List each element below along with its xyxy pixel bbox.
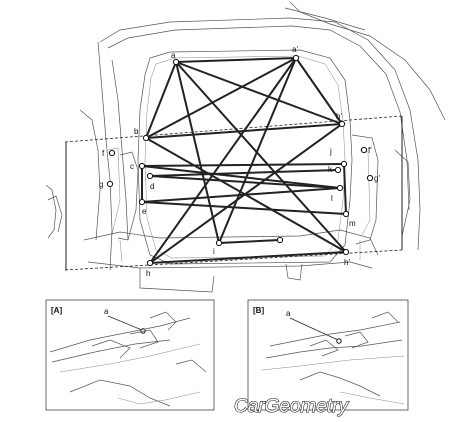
line-i-i-prime	[218, 239, 281, 244]
detail-b-panel: [B] a	[247, 299, 409, 411]
point-b	[142, 134, 150, 142]
detail-a-panel: [A] a	[45, 299, 215, 411]
measurement-points	[106, 54, 374, 267]
line-a-b	[145, 61, 177, 139]
label-i: i	[213, 247, 215, 256]
detail-a-callout: a	[104, 307, 109, 316]
line-a-prime-b	[145, 57, 297, 139]
line-a-a-prime	[175, 57, 297, 63]
watermark-logo: CarGeometry	[234, 396, 350, 417]
label-a: a	[171, 51, 176, 60]
label-a-prime: a'	[292, 45, 298, 54]
line-c-l	[141, 165, 341, 189]
vehicle-body-outline	[45, 1, 446, 293]
line-d-k	[149, 169, 339, 177]
line-b-prime-h	[149, 123, 343, 264]
point-h-prime	[342, 248, 350, 256]
label-m: m	[349, 219, 356, 228]
line-d-l	[149, 175, 341, 189]
point-f	[108, 149, 116, 157]
label-k: k	[328, 165, 333, 174]
detail-a-tag: [A]	[51, 306, 62, 315]
line-a-b-prime	[175, 61, 343, 125]
label-d: d	[150, 182, 154, 191]
label-f-prime: f'	[368, 146, 372, 155]
label-j: j	[329, 147, 332, 156]
detail-b-callout: a	[286, 309, 291, 318]
point-i	[215, 239, 223, 247]
point-k	[334, 166, 342, 174]
label-h-prime: h'	[344, 258, 350, 267]
point-d	[146, 172, 154, 180]
point-f-prime	[360, 146, 368, 154]
point-a	[172, 58, 180, 66]
point-c	[138, 162, 146, 170]
label-c: c	[130, 162, 134, 171]
detail-b-tag: [B]	[253, 306, 264, 315]
point-labels: a a' b b' c d e f f' g g' h h' i j k l m	[99, 45, 380, 278]
line-a-i	[175, 61, 220, 244]
label-f: f	[102, 149, 105, 158]
line-a-prime-b-prime	[295, 57, 343, 125]
measurement-lines	[141, 57, 347, 264]
line-e-l	[141, 187, 341, 203]
point-i-prime	[276, 236, 284, 244]
line-a-prime-h	[149, 57, 297, 264]
label-g: g	[99, 180, 103, 189]
point-h	[146, 259, 154, 267]
line-a-prime-i	[218, 57, 297, 244]
point-a-prime	[292, 54, 300, 62]
label-b: b	[134, 127, 139, 136]
point-b-prime	[338, 120, 346, 128]
point-j	[340, 160, 348, 168]
point-g-prime	[366, 174, 374, 182]
label-e: e	[142, 207, 147, 216]
label-h: h	[146, 269, 150, 278]
line-c-j	[141, 163, 345, 167]
point-m	[342, 210, 350, 218]
label-g-prime: g'	[374, 174, 380, 183]
label-l: l	[331, 194, 333, 203]
detail-b-point	[336, 338, 342, 344]
label-b-prime: b'	[336, 112, 342, 121]
line-j-m	[343, 163, 347, 215]
reference-lines	[64, 115, 403, 271]
point-e	[138, 198, 146, 206]
point-l	[336, 184, 344, 192]
line-a-h-prime	[175, 61, 347, 253]
line-h-h-prime	[149, 251, 347, 264]
line-e-m	[141, 201, 347, 215]
point-g	[106, 180, 114, 188]
